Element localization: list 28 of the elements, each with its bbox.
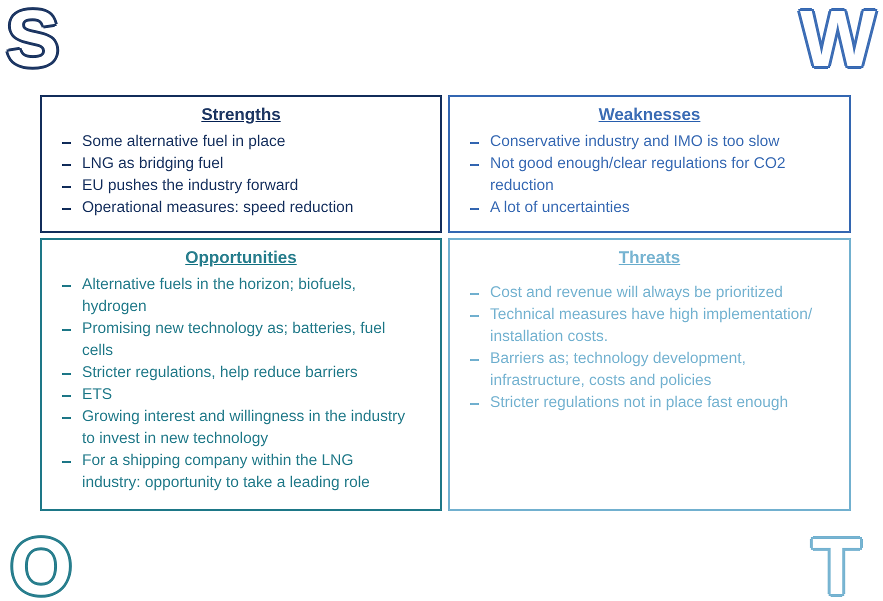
bullet-text: Some alternative fuel in place: [82, 133, 286, 150]
bullet-text: LNG as bridging fuel: [82, 155, 224, 172]
bullet-text: EU pushes the industry forward: [82, 177, 298, 194]
bullet-text: Stricter regulations not in place fast enough: [490, 394, 788, 411]
quadrant-box: [448, 238, 851, 511]
bullet-text: Operational measures: speed reduction: [82, 199, 354, 216]
bullet-text: Conservative industry and IMO is too slow: [490, 133, 780, 150]
bullet-text: Promising new technology as; batteries, fuel cells: [82, 320, 386, 359]
corner-letter: T: [812, 532, 861, 601]
bullet-text: Growing interest and willingness in the industry to invest in new technology: [82, 408, 406, 447]
quadrant-box: [40, 95, 442, 233]
quadrant-heading: Weaknesses: [598, 105, 700, 125]
bullet-text: Alternative fuels in the horizon; biofuels, hydrogen: [82, 276, 356, 315]
bullet-text: Barriers as; technology development, infrastructure, costs and policies: [490, 350, 746, 389]
corner-letter: S: [6, 4, 60, 74]
bullet-text: Stricter regulations, help reduce barriers: [82, 364, 358, 381]
corner-letter: O: [10, 532, 72, 601]
bullet-text: ETS: [82, 386, 112, 403]
quadrant-heading: Opportunities: [185, 248, 297, 268]
quadrant-box: [40, 238, 442, 511]
bullet-text: A lot of uncertainties: [490, 199, 630, 216]
bullet-text: Not good enough/clear regulations for CO2 reduction: [490, 155, 786, 194]
quadrant-heading: Threats: [618, 248, 680, 268]
bullet-text: For a shipping company within the LNG industry: opportunity to take a leading role: [82, 452, 370, 491]
bullet-text: Cost and revenue will always be prioritized: [490, 284, 783, 301]
quadrant-heading: Strengths: [201, 105, 281, 125]
quadrant-box: [448, 95, 851, 233]
bullet-text: Technical measures have high implementation/ installation costs.: [490, 306, 812, 345]
